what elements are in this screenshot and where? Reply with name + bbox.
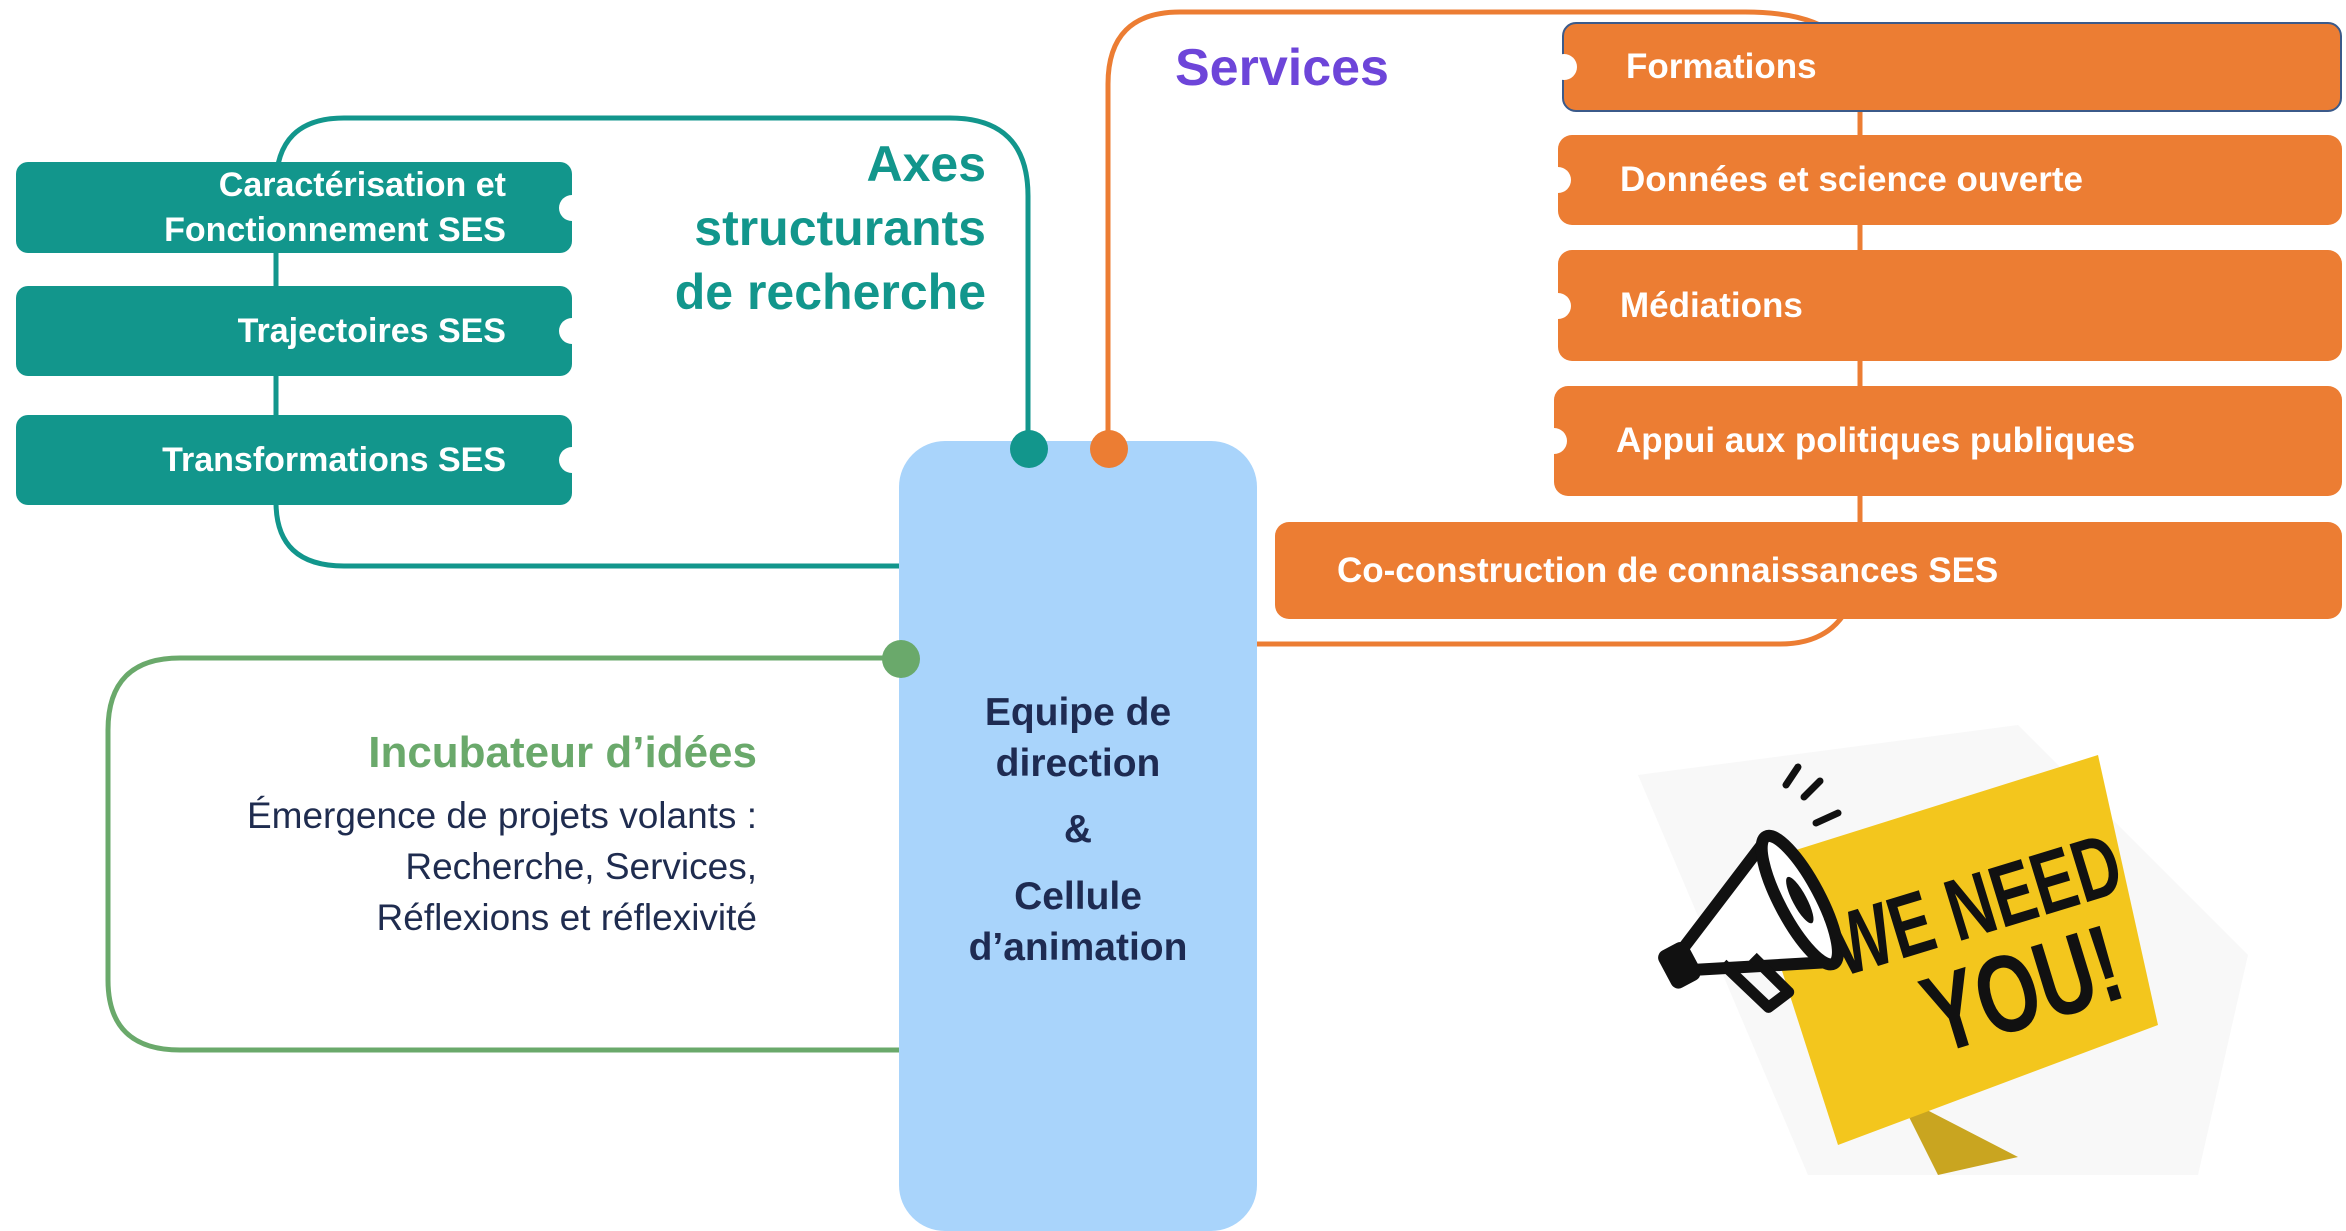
- incubator-description: Émergence de projets volants : Recherche…: [140, 790, 757, 943]
- axis-item-line: Fonctionnement SES: [164, 210, 506, 249]
- connector-notch: [1545, 292, 1571, 319]
- incubator-line: Émergence de projets volants :: [246, 795, 757, 836]
- services-connector-dot: [1090, 430, 1128, 468]
- axis-item-label: Caractérisation et Fonctionnement SES: [164, 163, 506, 253]
- we-need-you-poster: WE NEED YOU!: [1598, 705, 2258, 1225]
- axes-connector-dot: [1010, 430, 1048, 468]
- incubator-connector-dot: [882, 640, 920, 678]
- service-item-label: Co-construction de connaissances SES: [1337, 550, 1999, 590]
- axis-item-trajectories: Trajectoires SES: [16, 286, 585, 376]
- service-item-label: Appui aux politiques publiques: [1616, 421, 2136, 460]
- management-team-box: Equipe de direction & Cellule d’animatio…: [899, 441, 1257, 1231]
- connector-notch: [559, 447, 585, 473]
- connector-notch: [1541, 428, 1567, 454]
- axes-title-line: Axes: [866, 136, 986, 192]
- axis-item-label: Trajectoires SES: [237, 311, 506, 350]
- connector-notch: [559, 318, 585, 344]
- center-line: direction: [995, 742, 1161, 785]
- megaphone-icon: [1658, 829, 1844, 1013]
- center-line: Cellule: [1014, 875, 1142, 918]
- center-line: &: [1063, 808, 1093, 851]
- service-item-formations: Formations: [1551, 22, 2342, 112]
- center-line: d’animation: [968, 926, 1188, 969]
- incubator-title: Incubateur d’idées: [368, 728, 757, 777]
- service-item-public-policy: Appui aux politiques publiques: [1541, 386, 2342, 496]
- incubator-connector: [105, 655, 908, 1053]
- services-title: Services: [1175, 39, 1389, 97]
- center-line: Equipe de: [984, 691, 1172, 734]
- connector-notch: [559, 194, 585, 221]
- service-item-mediations: Médiations: [1545, 250, 2342, 361]
- incubator-line: Recherche, Services,: [405, 846, 757, 887]
- service-item-co-construction: Co-construction de connaissances SES: [1275, 522, 2342, 619]
- service-item-open-science: Données et science ouverte: [1545, 135, 2342, 225]
- axes-title: Axes structurants de recherche: [560, 132, 986, 324]
- connector-notch: [1545, 167, 1571, 193]
- axis-item-label: Transformations SES: [162, 440, 506, 479]
- axes-title-line: structurants: [694, 200, 986, 256]
- axes-connector: [273, 115, 1031, 569]
- poster-graphic: WE NEED YOU!: [1638, 725, 2248, 1175]
- connector-notch: [1551, 54, 1577, 80]
- incubator-line: Réflexions et réflexivité: [376, 897, 757, 938]
- service-item-label: Données et science ouverte: [1620, 160, 2083, 199]
- service-item-label: Formations: [1626, 47, 1817, 86]
- axis-item-line: Caractérisation et: [218, 165, 506, 204]
- service-item-label: Médiations: [1620, 285, 1803, 325]
- axis-item-characterisation: Caractérisation et Fonctionnement SES: [16, 162, 585, 253]
- axes-title-line: de recherche: [674, 264, 986, 320]
- axis-item-transformations: Transformations SES: [16, 415, 585, 505]
